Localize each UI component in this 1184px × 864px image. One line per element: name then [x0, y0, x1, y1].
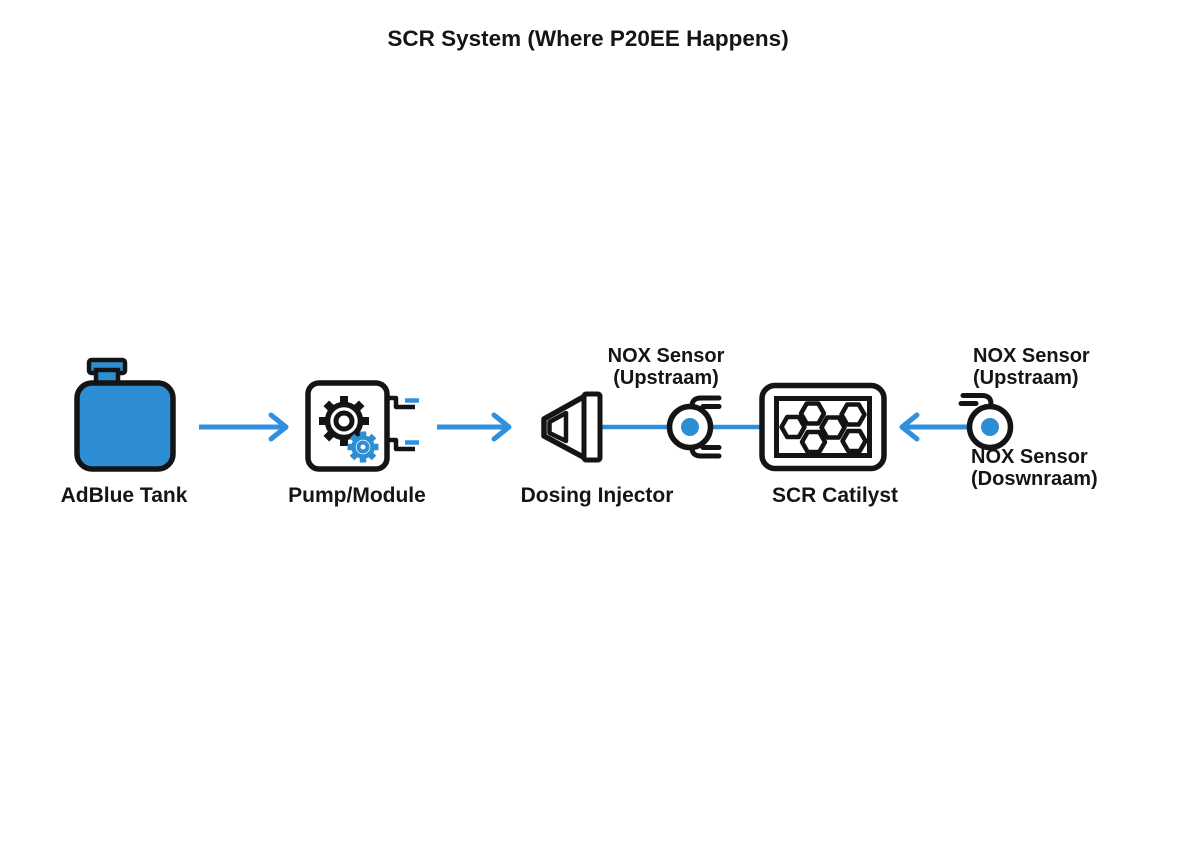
label-dosing-injector: Dosing Injector [520, 484, 674, 507]
label-nox-sensor-downstream-top: NOX Sensor (Upstraam) [973, 345, 1090, 389]
label-line: NOX Sensor [971, 446, 1088, 468]
flow-arrow-left [899, 412, 968, 442]
label-line: (Upstraam) [973, 367, 1079, 389]
label-nox-sensor-upstream: NOX Sensor (Upstraam) [608, 345, 725, 389]
label-adblue-tank: AdBlue Tank [60, 484, 188, 507]
label-nox-sensor-downstream-bottom: NOX Sensor (Doswnraam) [971, 446, 1098, 490]
gears-icon [305, 380, 419, 472]
tank-icon [74, 357, 176, 472]
gear-large-icon [319, 396, 369, 446]
injector-icon [541, 391, 603, 463]
flow-arrow-right-2 [437, 412, 512, 442]
diagram-title: SCR System (Where P20EE Happens) [387, 26, 789, 51]
nox-sensor-upstream-icon [666, 395, 722, 459]
label-pump-module: Pump/Module [288, 484, 426, 507]
label-line: (Upstraam) [613, 367, 719, 389]
label-line: NOX Sensor [607, 345, 725, 367]
label-line: (Doswnraam) [971, 468, 1098, 490]
honeycomb-icon [759, 382, 887, 472]
label-line: NOX Sensor [973, 345, 1090, 367]
label-scr-catalyst: SCR Catilyst [771, 484, 899, 507]
gear-small-icon [347, 431, 379, 463]
nox-sensor-downstream-icon [958, 393, 1014, 451]
flow-arrow-right-1 [199, 412, 289, 442]
